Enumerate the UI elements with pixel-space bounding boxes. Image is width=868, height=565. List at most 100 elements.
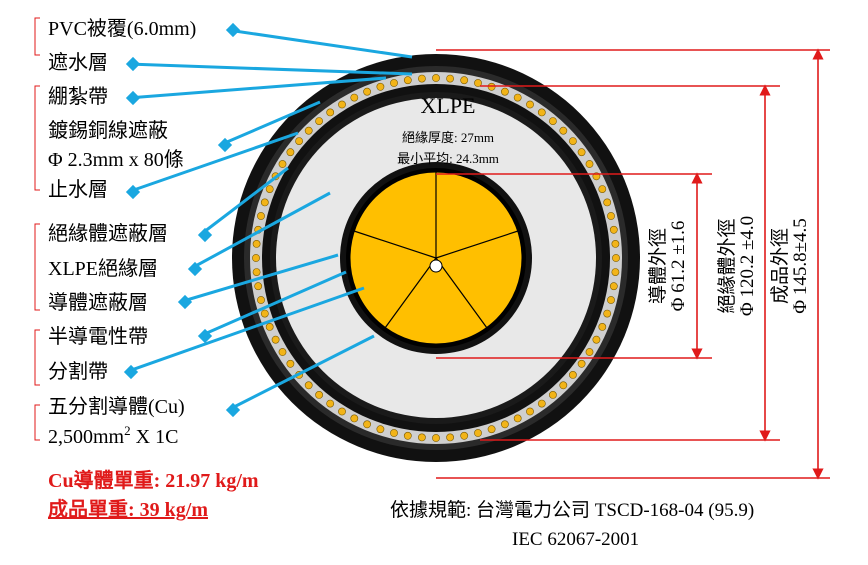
- shield-wire: [376, 82, 385, 91]
- label-conductor-spec: 2,500mm2 X 1C: [48, 423, 178, 448]
- label-pvc-sheath: PVC被覆(6.0mm): [48, 17, 196, 40]
- shield-wire: [286, 359, 295, 368]
- insulation-od-label: 絕緣體外徑: [716, 218, 738, 313]
- shield-wire: [598, 185, 607, 193]
- shield-wire: [446, 433, 454, 442]
- conductor-center: [429, 259, 443, 273]
- copper-shield-wires: [252, 74, 620, 442]
- shield-wire: [403, 431, 412, 440]
- insulation-thickness-text: 絕緣厚度: 27mm: [402, 130, 494, 145]
- label-binder-tape: 綳紮帶: [48, 85, 108, 108]
- shield-wire: [569, 370, 577, 379]
- shield-wire: [390, 79, 398, 87]
- standard-line2: IEC 62067-2001: [512, 529, 639, 550]
- shield-wire: [254, 282, 263, 291]
- shield-wire: [278, 160, 287, 168]
- shield-wire: [612, 254, 620, 262]
- shield-wire: [271, 335, 280, 344]
- shield-wire: [338, 100, 346, 109]
- shield-wire: [559, 126, 568, 135]
- dimension-lines: [436, 48, 830, 480]
- shield-wire: [295, 137, 303, 145]
- label-conductor: 五分割導體(Cu): [48, 395, 185, 418]
- shield-wire: [585, 160, 594, 168]
- shield-wire: [315, 390, 323, 399]
- shield-wire: [252, 239, 261, 248]
- shield-wire: [286, 148, 295, 157]
- shield-wire: [474, 79, 482, 87]
- shield-wire: [549, 117, 557, 125]
- shield-wire: [598, 322, 607, 331]
- shield-wire: [315, 117, 323, 125]
- shield-wire: [537, 399, 546, 408]
- shield-wire: [417, 433, 426, 442]
- cu-weight-text: Cu導體單重: 21.97 kg/m: [48, 468, 259, 492]
- shield-wire: [265, 322, 274, 331]
- shield-wire: [609, 282, 618, 291]
- conductor-segment-lines: [353, 172, 519, 329]
- label-water-stop-layer: 止水層: [48, 178, 108, 201]
- shield-wire: [577, 359, 586, 368]
- shield-wire: [417, 74, 426, 83]
- label-insulation-screen: 絕緣體遮蔽層: [48, 222, 168, 245]
- shield-wire: [577, 148, 586, 157]
- shield-wire: [338, 407, 346, 416]
- shield-wire: [487, 82, 496, 91]
- shield-wire: [549, 390, 557, 399]
- shield-wire: [257, 212, 265, 220]
- shield-wire: [304, 381, 313, 390]
- shield-wire: [432, 74, 440, 82]
- shield-wire: [260, 309, 269, 318]
- shield-wire: [607, 296, 615, 304]
- shield-wire: [260, 198, 269, 207]
- finished-od-label: 成品外徑: [769, 228, 791, 304]
- shield-wire: [537, 108, 546, 117]
- finished-od-value: Φ 145.8±4.5: [790, 218, 811, 314]
- shield-wire: [460, 76, 469, 85]
- label-semiconductive-tape: 半導電性帶: [48, 325, 148, 348]
- shield-wire: [526, 100, 534, 109]
- shield-wire: [592, 335, 601, 344]
- shield-wire: [265, 185, 274, 193]
- standard-line1: 依據規範: 台灣電力公司 TSCD-168-04 (95.9): [390, 499, 754, 521]
- shield-wire: [513, 414, 522, 423]
- shield-wire: [569, 137, 577, 145]
- shield-wire: [500, 420, 509, 429]
- label-separator-tape: 分割帶: [48, 360, 108, 383]
- insulation-od-value: Φ 120.2 ±4.0: [737, 216, 758, 316]
- min-average-text: 最小平均: 24.3mm: [397, 151, 499, 166]
- label-copper-shield: 鍍錫銅線遮蔽: [48, 119, 168, 142]
- shield-wire: [611, 239, 620, 248]
- shield-wire: [432, 434, 440, 442]
- shield-wire: [257, 296, 265, 304]
- shield-wire: [603, 198, 612, 207]
- shield-wire: [278, 348, 287, 356]
- shield-wire: [252, 254, 260, 262]
- shield-wire: [376, 425, 385, 434]
- label-brackets: [34, 17, 40, 441]
- shield-wire: [363, 420, 371, 429]
- shield-wire: [474, 429, 482, 437]
- shield-wire: [607, 212, 615, 220]
- shield-wire: [603, 309, 612, 318]
- shield-wire: [326, 108, 335, 117]
- shield-wire: [403, 76, 412, 85]
- conductor-od-label: 導體外徑: [647, 228, 669, 304]
- shield-wire: [350, 93, 359, 102]
- label-xlpe-insulation: XLPE絕緣層: [48, 257, 158, 280]
- shield-wire: [585, 348, 594, 356]
- shield-wire: [460, 431, 469, 440]
- label-conductor-screen: 導體遮蔽層: [48, 291, 148, 314]
- shield-wire: [363, 87, 371, 96]
- shield-wire: [526, 407, 534, 416]
- shield-wire: [446, 74, 454, 83]
- shield-wire: [252, 268, 261, 276]
- product-weight-text: 成品單重: 39 kg/m: [48, 497, 208, 521]
- shield-wire: [513, 93, 522, 102]
- shield-wire: [559, 381, 568, 390]
- shield-wire: [390, 429, 398, 437]
- pointer-lines: [123, 22, 413, 418]
- label-water-block-layer: 遮水層: [48, 51, 108, 74]
- shield-wire: [500, 87, 509, 96]
